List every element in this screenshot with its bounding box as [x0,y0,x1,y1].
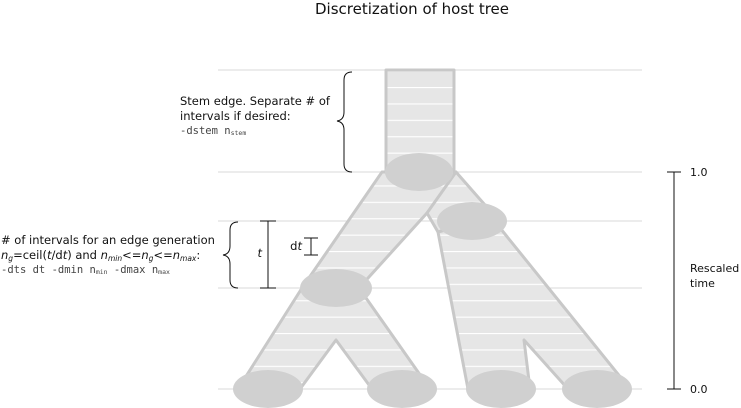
gen-l2-p12: <= [153,248,172,262]
generation-brace [222,221,239,289]
node-internal-right [437,202,507,240]
node-leaf-3 [466,370,536,408]
time-axis-bottom-label: 0.0 [690,383,708,396]
node-leaf-4 [562,370,632,408]
gen-l2-p7: n [101,248,108,262]
stem-cmd-main: -dstem n [180,125,231,137]
tree-nodes [233,153,632,408]
gen-l2-p9: <= [122,248,141,262]
generation-annotation: # of intervals for an edge generation ng… [1,221,239,289]
time-axis-title-line2: time [690,277,715,290]
gen-l2-p14: max [180,254,197,263]
gen-l2-p13: n [173,248,180,262]
gen-note-line1: # of intervals for an edge generation [1,233,215,247]
gen-l2-p2: =ceil( [13,248,47,262]
dt-label: dt [290,239,302,253]
time-axis-title-line1: Rescaled [690,262,739,275]
gen-cmd-p2: -dmax n [108,264,159,276]
gen-cmd-p0: -dts dt -dmin n [1,264,96,276]
gen-l2-p4: /d [52,248,63,262]
gen-cmd-p1: min [96,268,108,276]
gen-cmd-p3: max [158,268,170,276]
t-label: t [257,246,262,260]
node-leaf-1 [233,370,303,408]
node-leaf-2 [367,370,437,408]
gen-l2-p3: t [47,248,52,262]
gen-note-cmd: -dts dt -dmin nmin -dmax nmax [1,264,170,276]
stem-cmd-sub: stem [231,129,247,137]
gen-l2-p8: min [108,254,122,263]
diagram-title: Discretization of host tree [315,0,509,18]
t-interval-marker: t [257,220,276,289]
time-axis-top-label: 1.0 [690,166,708,179]
dt-label-t: t [297,239,302,253]
gen-note-line2: ng=ceil(t/dt) and nmin<=ng<=nmax: [1,248,200,263]
rescaled-time-axis: 1.0 0.0 Rescaled time [667,166,739,396]
stem-note-line1: Stem edge. Separate # of [180,94,331,108]
gen-l2-p15: : [196,248,200,262]
node-right-to-leaves [436,216,632,391]
stem-note-line2: intervals if desired: [180,109,291,123]
gen-l2-p5: t [63,248,68,262]
tree-branches [236,68,632,391]
dt-label-d: d [290,239,297,253]
gen-l2-p11: g [149,254,154,263]
stem-note-cmd: -dstem nstem [180,125,246,137]
gen-l2-p0: n [1,248,8,262]
node-stem-root [385,153,453,191]
node-internal-left [300,269,372,307]
gen-l2-p10: n [141,248,148,262]
gen-l2-p6: ) and [67,248,100,262]
stem-annotation: Stem edge. Separate # of intervals if de… [180,71,353,173]
gen-l2-p1: g [8,254,13,263]
stem-brace [336,71,353,173]
dt-interval-marker: dt [290,237,318,256]
